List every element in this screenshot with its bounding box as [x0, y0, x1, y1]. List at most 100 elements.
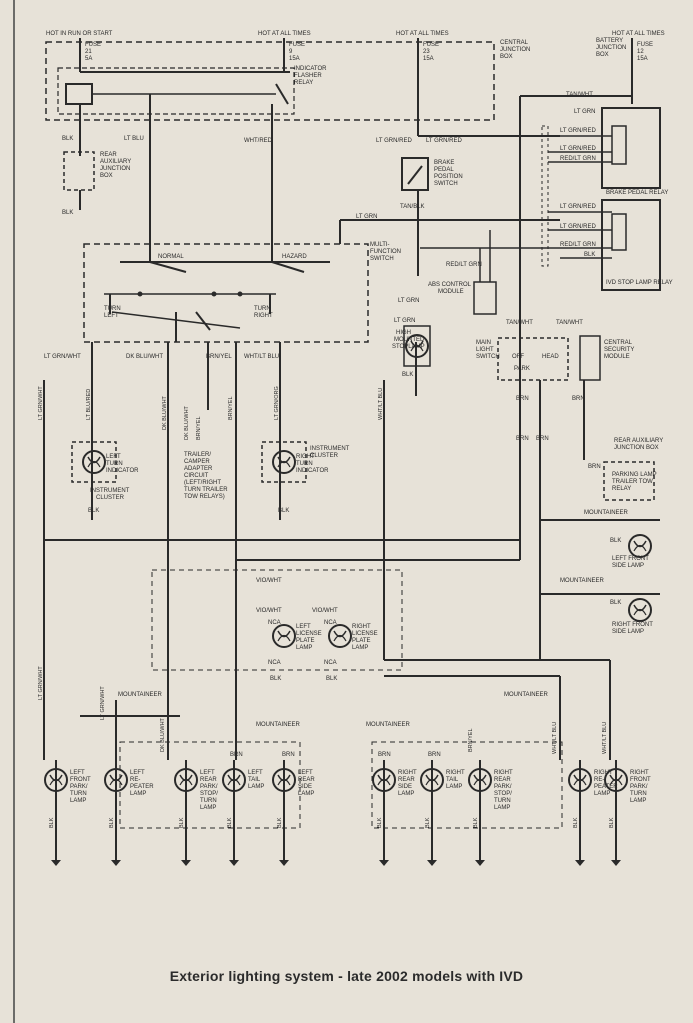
trailer-line1: TRAILER/ — [184, 452, 211, 458]
wire-tan-wht-1: TAN/WHT — [566, 92, 593, 98]
multi-function-switch-section — [83, 243, 369, 343]
wire-blk-1: BLK — [62, 136, 73, 142]
wire-lt-grn-red-5: LT GRN/RED — [560, 204, 596, 210]
left-rear-park-stop-turn-lamp-ground-wire: BLK — [179, 817, 185, 828]
wire-lt-grn-org-v: LT GRN/ORG — [274, 386, 280, 420]
nca-1: NCA — [268, 620, 281, 626]
wire-blk-10: BLK — [326, 676, 337, 682]
hot-all-times-label-1: HOT AT ALL TIMES — [258, 31, 311, 37]
main-switch-line1: MAIN — [476, 340, 491, 346]
security-module-line3: MODULE — [604, 354, 630, 360]
right-tail-lamp-ground-wire: BLK — [425, 817, 431, 828]
indicator-boxes — [71, 325, 655, 829]
left-rear-park-stop-turn-lamp-label-line6: LAMP — [200, 805, 216, 811]
high-stop-line3: STOPLAMP — [392, 344, 425, 350]
left-plate-line1: LEFT — [296, 624, 311, 630]
left-plate-lamp-icon — [272, 624, 296, 648]
wire-red-lt-grn-1: RED/LT GRN — [560, 156, 596, 162]
right-plate-line2: LICENSE — [352, 631, 378, 637]
right-rear-park-stop-turn-lamp-label-line5: TURN — [494, 798, 511, 804]
brake-relay-label: BRAKE PEDAL RELAY — [606, 190, 668, 196]
wire-brn-yel-v1: BRN/YEL — [196, 416, 202, 440]
wire-dk-blu-wht-v2: DK BLU/WHT — [184, 405, 190, 440]
wire-red-lt-grn-3: RED/LT GRN — [446, 262, 482, 268]
central-junction-line2: JUNCTION — [500, 47, 530, 53]
rotated-wire-labels: LT GRN/WHT LT BLU/RED DK BLU/WHT DK BLU/… — [38, 386, 608, 754]
switch-normal-label: NORMAL — [158, 254, 184, 260]
left-turn-ind-line1: LEFT — [106, 454, 121, 460]
wire-blk-6: BLK — [278, 508, 289, 514]
fuse-9-label: FUSE — [289, 42, 305, 48]
fuse-12-number: 12 — [637, 49, 644, 55]
high-stop-line2: MOUNTED — [394, 337, 425, 343]
central-junction-box-outline — [45, 41, 495, 121]
left-rear-side-lamp-label-line2: REAR — [298, 777, 315, 783]
right-rear-side-lamp-label-line3: SIDE — [398, 784, 412, 790]
right-front-park-turn-lamp-label-line1: RIGHT — [630, 770, 649, 776]
wire-tan-wht-3: TAN/WHT — [556, 320, 583, 326]
wire-lt-blu-1: LT BLU — [124, 136, 144, 142]
wire-brn-7: BRN — [282, 752, 295, 758]
right-rear-park-stop-turn-lamp-label-line3: PARK/ — [494, 784, 512, 790]
mountaineer-6: MOUNTAINEER — [366, 722, 411, 728]
right-turn-ind-line3: INDICATOR — [296, 468, 329, 474]
parking-relay-line1: PARKING LAMP — [612, 472, 657, 478]
parking-relay-line3: RELAY — [612, 486, 631, 492]
right-repeater-lamp-label-line1: RIGHT — [594, 770, 613, 776]
wire-tan-blk: TAN/BLK — [400, 204, 425, 210]
left-rear-side-lamp-ground-wire: BLK — [277, 817, 283, 828]
security-module-box — [579, 335, 601, 381]
right-rear-park-stop-turn-lamp-label-line4: STOP/ — [494, 791, 512, 797]
wire-lt-blu-red-v: LT BLU/RED — [86, 389, 92, 420]
mountaineer-4: MOUNTAINEER — [504, 692, 549, 698]
right-plate-line3: PLATE — [352, 638, 371, 644]
left-side-lamp-line1: LEFT FRONT — [612, 556, 649, 562]
left-side-lamp-line2: SIDE LAMP — [612, 563, 644, 569]
wire-lt-grn-1: LT GRN — [574, 109, 595, 115]
mountaineer-5: MOUNTAINEER — [256, 722, 301, 728]
left-tail-lamp-ground-wire: BLK — [227, 817, 233, 828]
instrument-cluster-1-line2: CLUSTER — [96, 495, 125, 501]
right-rear-side-lamp-label-line2: REAR — [398, 777, 415, 783]
battery-junction-line1: BATTERY — [596, 38, 623, 44]
multi-switch-line1: MULTI- — [370, 242, 390, 248]
bottom-lamp-row: BLKLEFTFRONTPARK/TURNLAMPBLKLEFTRE-PEATE… — [44, 760, 651, 866]
left-tail-lamp-label-line1: LEFT — [248, 770, 263, 776]
diagram-labels: HOT IN RUN OR START HOT AT ALL TIMES HOT… — [44, 31, 673, 758]
left-plate-line3: PLATE — [296, 638, 315, 644]
wire-wht-lt-blu-v2: WHT/LT BLU — [552, 722, 558, 754]
wire-vio-wht-1: VIO/WHT — [256, 578, 282, 584]
right-turn-ind-line1: RIGHT — [296, 454, 315, 460]
wire-blk-7: BLK — [610, 538, 621, 544]
right-repeater-lamp-label-line2: RE- — [594, 777, 604, 783]
switch-hazard-label: HAZARD — [282, 254, 307, 260]
trailer-line4: CIRCUIT — [184, 473, 209, 479]
left-rear-park-stop-turn-lamp-label-line4: STOP/ — [200, 791, 218, 797]
switch-park-label: PARK — [514, 366, 530, 372]
rear-aux-box-line3: JUNCTION — [100, 166, 130, 172]
brake-switch-line2: PEDAL — [434, 167, 454, 173]
switch-turn-left-line2: LEFT — [104, 313, 119, 319]
trailer-line2: CAMPER — [184, 459, 210, 465]
rear-aux-box2-line1: REAR AUXILIARY — [614, 438, 663, 444]
right-tail-lamp-label-line2: TAIL — [446, 777, 459, 783]
wire-lt-grn-wht-v1: LT GRN/WHT — [38, 386, 44, 420]
wire-brn-1: BRN — [516, 396, 529, 402]
left-turn-ind-line2: TURN — [106, 461, 123, 467]
right-plate-line1: RIGHT — [352, 624, 371, 630]
left-front-park-turn-lamp-label-line1: LEFT — [70, 770, 85, 776]
right-front-side-lamp-icon — [628, 598, 652, 622]
right-front-park-turn-lamp-label-line4: TURN — [630, 791, 647, 797]
flasher-relay-line3: RELAY — [294, 80, 313, 86]
brake-switch-line3: POSITION — [434, 174, 463, 180]
wire-lt-grn-wht-1: LT GRN/WHT — [44, 354, 81, 360]
wire-lt-grn-red-3: LT GRN/RED — [560, 128, 596, 134]
nca-3: NCA — [268, 660, 281, 666]
instrument-cluster-2-line1: INSTRUMENT — [310, 446, 350, 452]
